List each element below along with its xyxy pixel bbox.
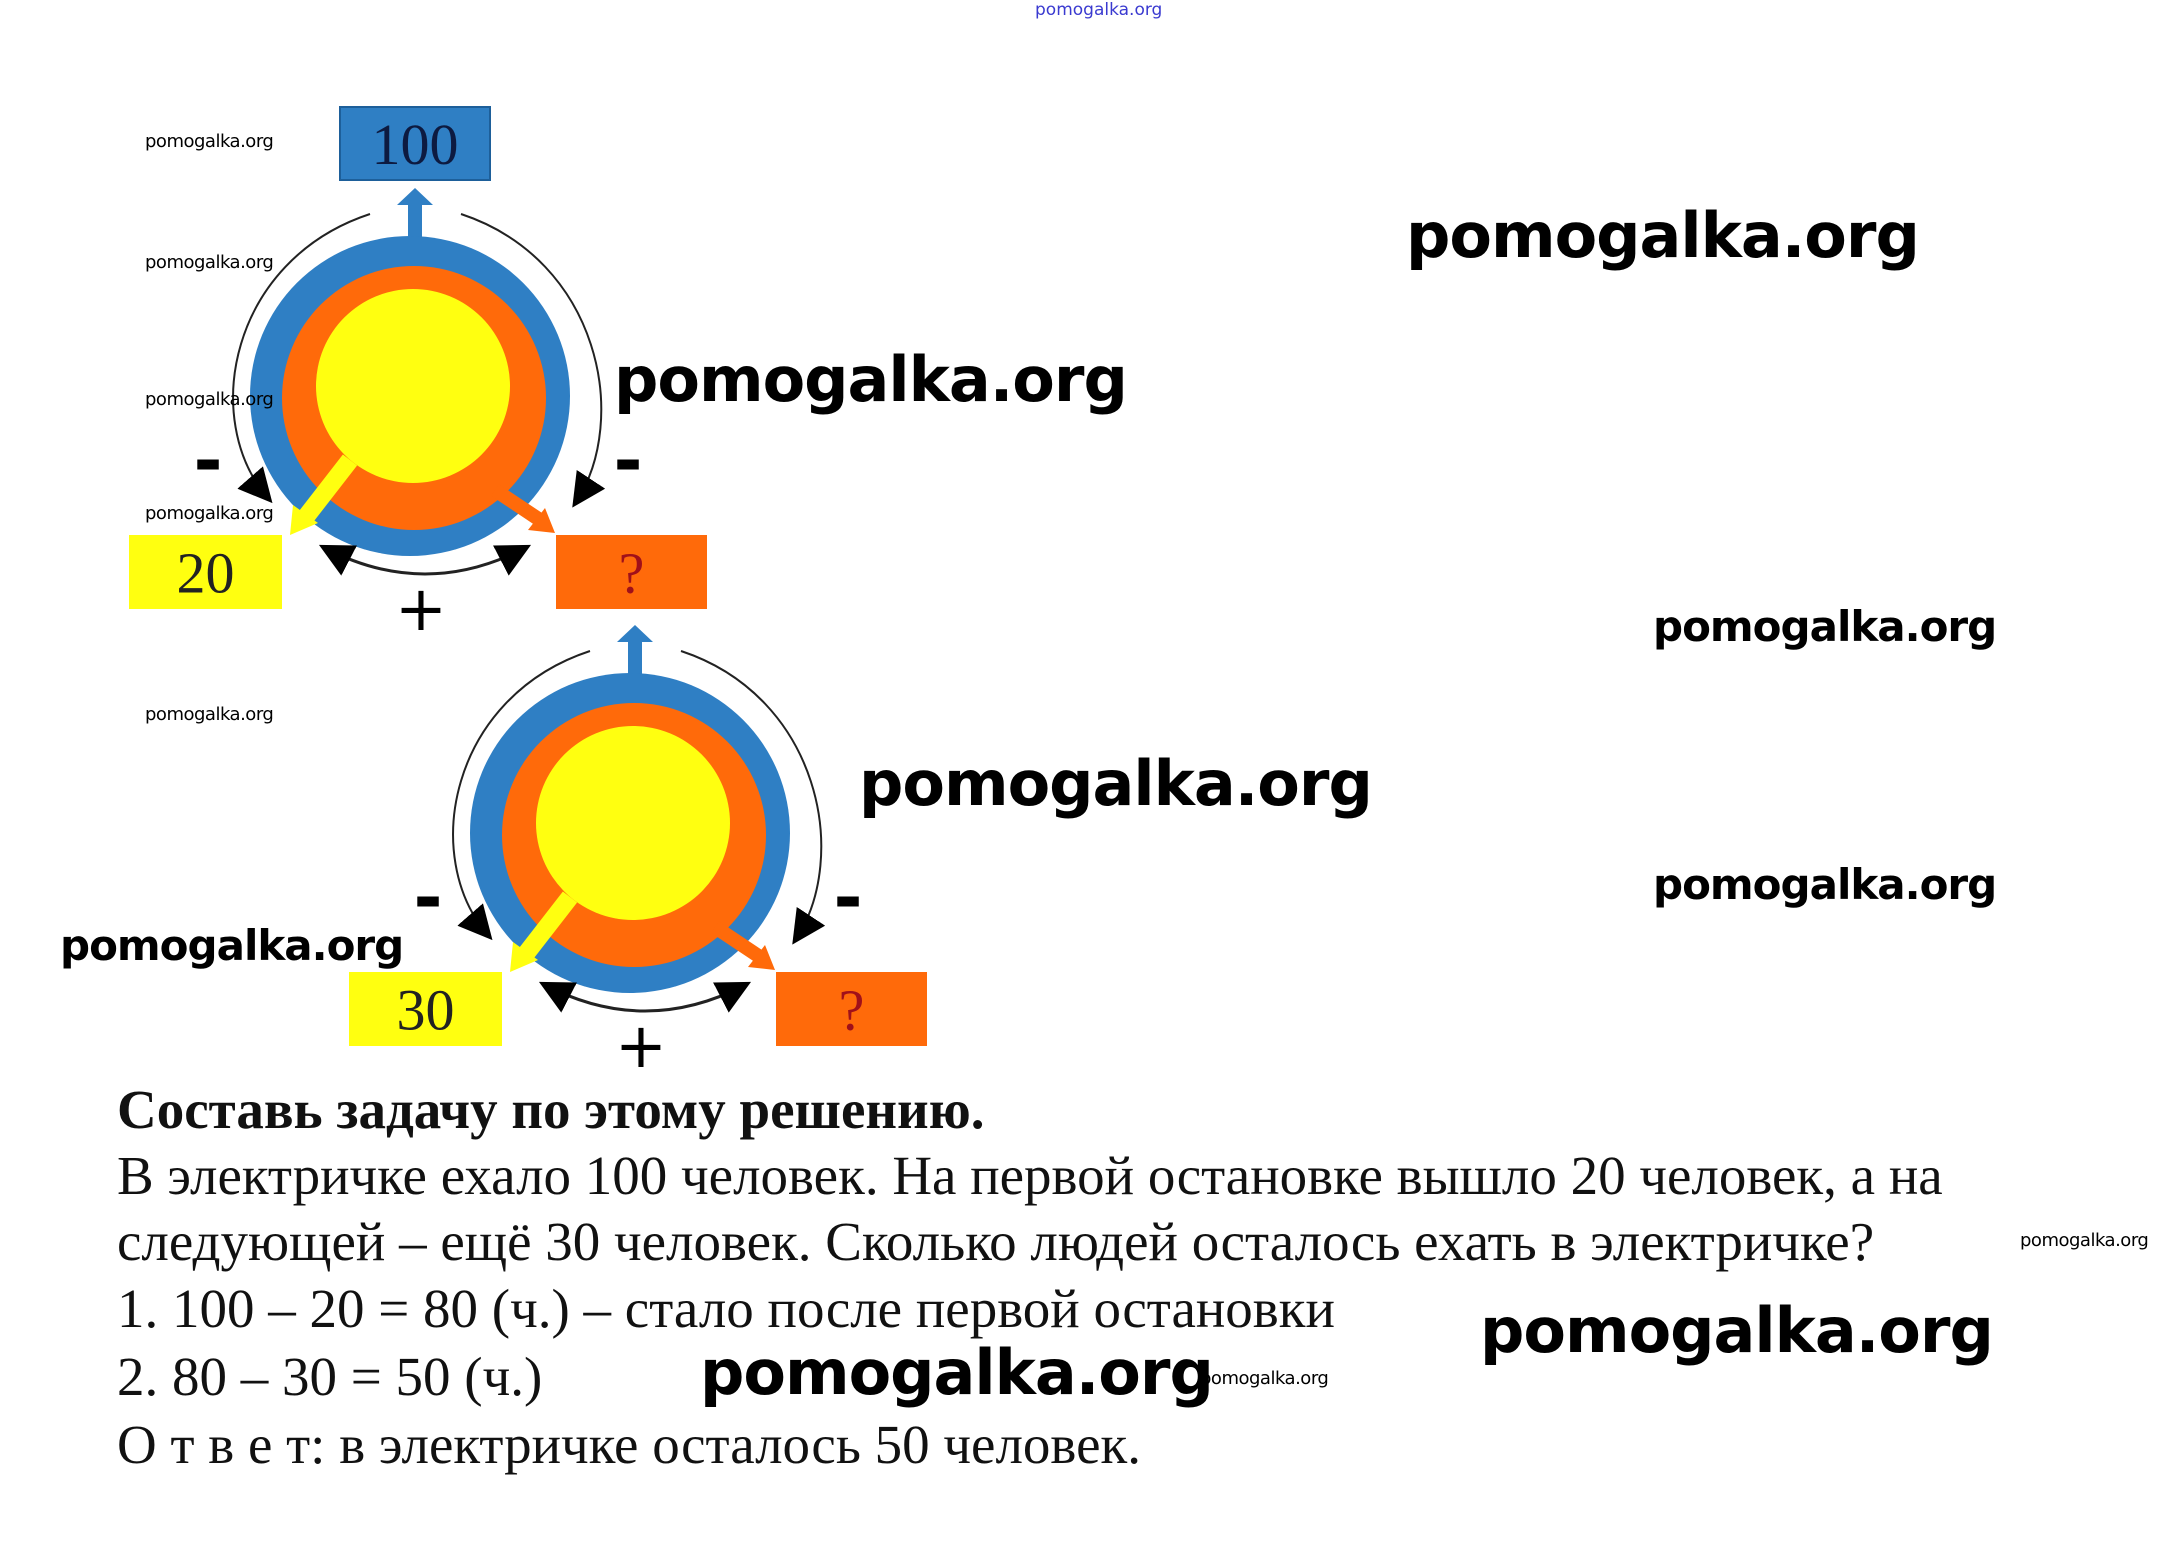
watermark: pomogalka.org xyxy=(1200,1368,1329,1389)
watermark: pomogalka.org xyxy=(614,343,1128,416)
watermark: pomogalka.org xyxy=(145,131,274,152)
right-arc-arrow-icon xyxy=(460,213,606,508)
bottom-arc-arrow-icon xyxy=(318,544,532,576)
part-2-box xyxy=(556,535,707,609)
part-1-box-label: 30 xyxy=(397,978,455,1043)
minus-right-sign: - xyxy=(613,420,642,502)
left-arc-arrow-icon xyxy=(232,213,371,504)
watermark: pomogalka.org xyxy=(1406,199,1920,272)
orange-arrow-head-icon xyxy=(528,508,555,533)
part-1-box-label: 20 xyxy=(177,541,235,606)
inner-circle-part-1 xyxy=(316,289,510,483)
task-line-1: В электричке ехало 100 человек. На перво… xyxy=(117,1145,1943,1206)
watermark: pomogalka.org xyxy=(60,921,404,970)
bottom-arc-arrow-icon xyxy=(538,981,752,1013)
watermark: pomogalka.org xyxy=(859,747,1373,820)
orange-arrow-shaft xyxy=(711,921,764,963)
orange-arrow-head-icon xyxy=(748,945,775,970)
minus-left-sign: - xyxy=(193,420,222,502)
up-arrow-icon xyxy=(397,188,433,240)
solution-step-2: 2. 80 – 30 = 50 (ч.) xyxy=(117,1346,543,1407)
watermark: pomogalka.org xyxy=(1653,860,1997,909)
watermark: pomogalka.org xyxy=(700,1336,1214,1409)
solution-step-1: 1. 100 – 20 = 80 (ч.) – стало после перв… xyxy=(117,1278,1335,1339)
orange-arrow-shaft xyxy=(491,484,544,526)
inner-circle-part-1 xyxy=(536,726,730,920)
plus-sign: + xyxy=(615,1009,667,1082)
yellow-arrow-shaft xyxy=(297,454,358,524)
part-1-box xyxy=(129,535,282,609)
yellow-arrow-head-icon xyxy=(510,942,538,972)
part-2-box-label: ? xyxy=(839,978,865,1043)
watermark: pomogalka.org xyxy=(2020,1230,2149,1251)
left-arc-arrow-icon xyxy=(452,650,591,941)
right-arc-arrow-icon xyxy=(680,650,826,945)
task-title: Составь задачу по этому решению. xyxy=(117,1079,985,1140)
watermark: pomogalka.org xyxy=(145,503,274,524)
plus-sign: + xyxy=(395,572,447,645)
task-line-2: следующей – ещё 30 человек. Сколько люде… xyxy=(117,1211,1875,1272)
watermark: pomogalka.org xyxy=(1480,1294,1994,1367)
watermark: pomogalka.org xyxy=(145,704,274,725)
minus-left-sign: - xyxy=(413,857,442,939)
total-box xyxy=(339,106,491,181)
answer: О т в е т: в электричке осталось 50 чело… xyxy=(117,1414,1141,1475)
watermark: pomogalka.org xyxy=(145,389,274,410)
yellow-arrow-head-icon xyxy=(290,505,318,535)
yellow-arrow-shaft xyxy=(517,891,578,961)
up-arrow-icon xyxy=(617,625,653,677)
part-2-box-label: ? xyxy=(619,541,645,606)
part-2-box xyxy=(776,972,927,1046)
part-1-box xyxy=(349,972,502,1046)
watermark: pomogalka.org xyxy=(1653,602,1997,651)
total-box-label: 100 xyxy=(372,112,459,177)
watermark-top: pomogalka.org xyxy=(1035,0,1163,20)
minus-right-sign: - xyxy=(833,857,862,939)
watermark: pomogalka.org xyxy=(145,252,274,273)
